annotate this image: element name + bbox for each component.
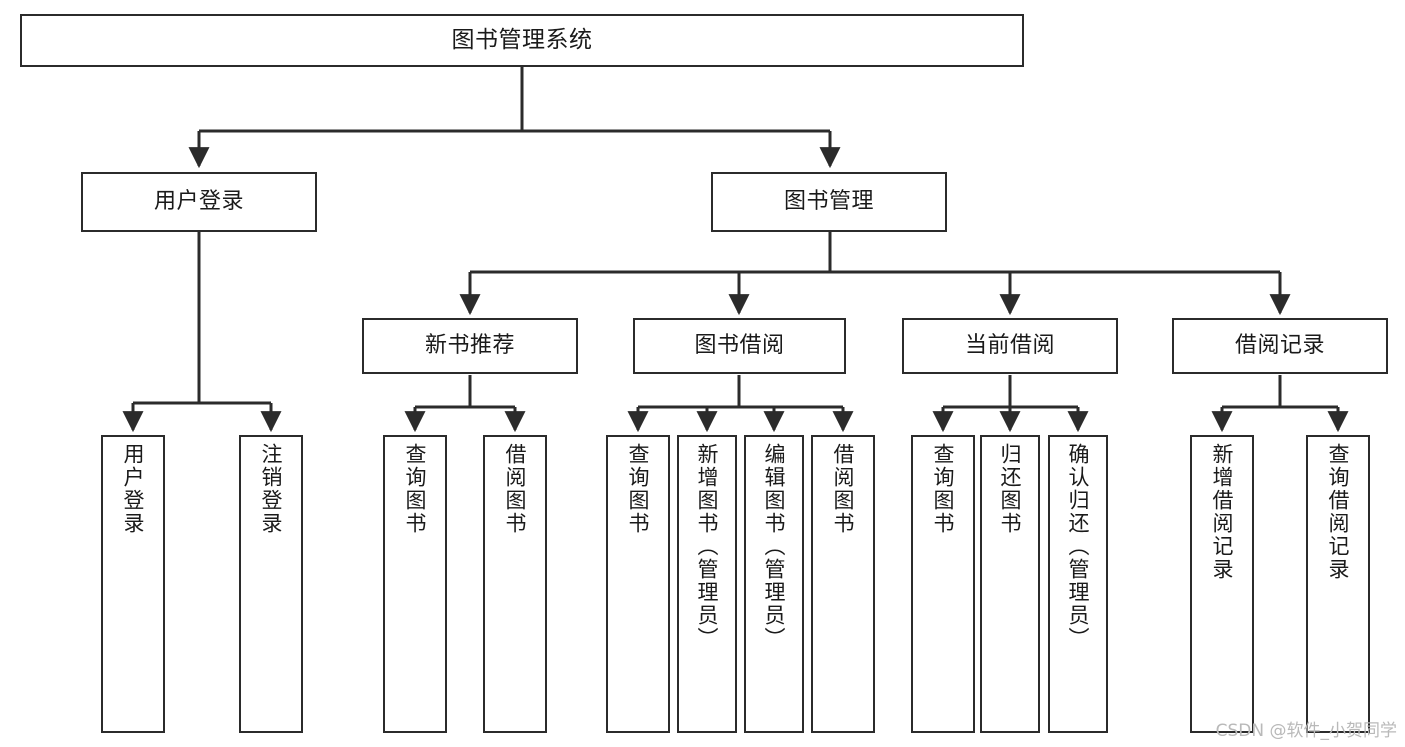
node-leaf-return-book[interactable]: 归还图书 [980,435,1040,733]
node-user-login-label: 用户登录 [153,189,244,215]
node-leaf-edit-book-label: 编辑图书（管理员） [762,443,787,650]
node-leaf-query-record[interactable]: 查询借阅记录 [1306,435,1370,733]
node-new-book-rec[interactable]: 新书推荐 [362,318,578,374]
node-user-login[interactable]: 用户登录 [81,172,317,232]
node-leaf-user-login[interactable]: 用户登录 [101,435,165,733]
node-leaf-add-book-label: 新增图书（管理员） [695,443,720,650]
node-leaf-add-record[interactable]: 新增借阅记录 [1190,435,1254,733]
node-borrow-record[interactable]: 借阅记录 [1172,318,1388,374]
node-leaf-query-book-1-label: 查询图书 [403,443,428,535]
node-book-manage[interactable]: 图书管理 [711,172,947,232]
node-leaf-add-record-label: 新增借阅记录 [1210,443,1235,581]
node-leaf-confirm-return[interactable]: 确认归还（管理员） [1048,435,1108,733]
node-book-borrow-label: 图书借阅 [694,333,785,359]
node-root[interactable]: 图书管理系统 [20,14,1024,67]
node-leaf-logout-label: 注销登录 [259,443,284,535]
node-root-label: 图书管理系统 [451,26,593,53]
node-leaf-borrow-book-2[interactable]: 借阅图书 [811,435,875,733]
node-leaf-logout[interactable]: 注销登录 [239,435,303,733]
node-leaf-query-record-label: 查询借阅记录 [1326,443,1351,581]
node-current-borrow[interactable]: 当前借阅 [902,318,1118,374]
node-new-book-rec-label: 新书推荐 [424,333,515,359]
node-leaf-query-book-3[interactable]: 查询图书 [911,435,975,733]
node-leaf-add-book[interactable]: 新增图书（管理员） [677,435,737,733]
node-leaf-borrow-book-1-label: 借阅图书 [503,443,528,535]
node-leaf-confirm-return-label: 确认归还（管理员） [1066,443,1091,650]
node-leaf-edit-book[interactable]: 编辑图书（管理员） [744,435,804,733]
node-borrow-record-label: 借阅记录 [1234,333,1325,359]
node-leaf-user-login-label: 用户登录 [121,443,146,535]
node-leaf-return-book-label: 归还图书 [998,443,1023,535]
node-book-manage-label: 图书管理 [783,189,874,215]
node-leaf-query-book-2-label: 查询图书 [626,443,651,535]
node-leaf-query-book-1[interactable]: 查询图书 [383,435,447,733]
node-book-borrow[interactable]: 图书借阅 [633,318,846,374]
node-current-borrow-label: 当前借阅 [964,333,1055,359]
node-leaf-query-book-2[interactable]: 查询图书 [606,435,670,733]
node-leaf-borrow-book-2-label: 借阅图书 [831,443,856,535]
node-leaf-query-book-3-label: 查询图书 [931,443,956,535]
node-leaf-borrow-book-1[interactable]: 借阅图书 [483,435,547,733]
